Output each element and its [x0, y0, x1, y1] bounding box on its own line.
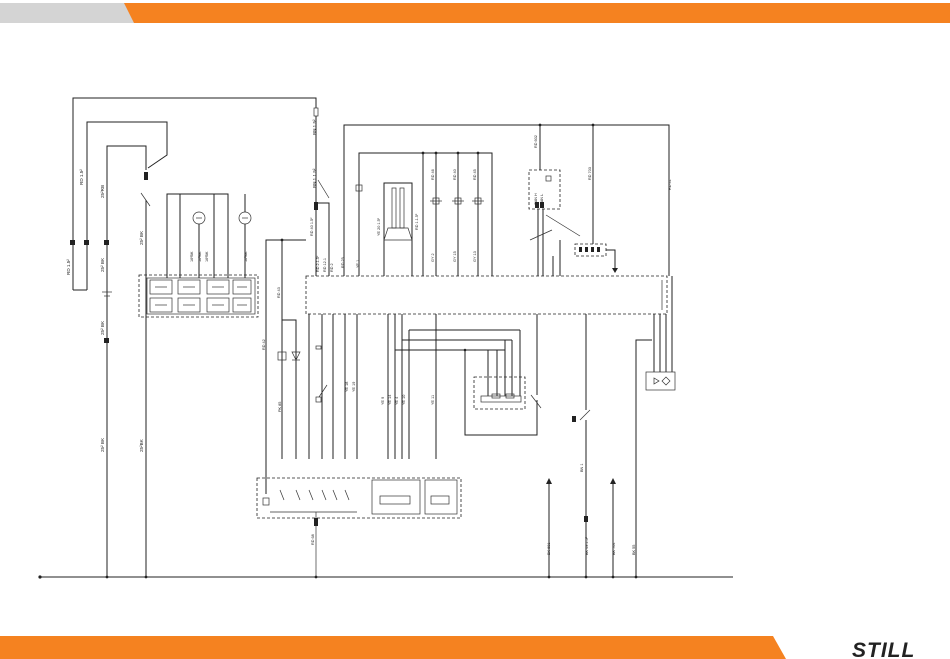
wire-label: RD 2.1.5²	[316, 255, 320, 272]
left-feed-wires: RD 1.5² RD 1.5² 25²RB 25² BK 25² BK 25² …	[66, 97, 319, 577]
wire-label: RD 40 1.5²	[310, 217, 314, 236]
wire-label: RD 40	[453, 169, 457, 180]
wire-label: BK 601	[547, 543, 551, 555]
wire-label: RD 41	[668, 179, 672, 190]
controller-outputs: YE 18 YE 19 YE 9 YE 14 YE 4 YE 10 YE 11 …	[308, 314, 591, 577]
wire-label: BK 55	[632, 545, 636, 555]
wire-label: YE 4	[395, 397, 399, 405]
wire-label: RD 46	[431, 169, 435, 180]
wire-label: YE 10	[402, 395, 406, 405]
wire-label: BN 1	[580, 464, 584, 472]
wire-label: YE 20 1.5²	[377, 217, 381, 236]
wire-label: RD 43	[277, 287, 281, 298]
wire-label: RD 703	[588, 167, 592, 180]
wire-label: BN 1.5²	[312, 119, 317, 135]
power-module: 16²BK 16²BK 16²BK 16²BK	[138, 193, 259, 318]
wire-label: 25² BK	[139, 230, 144, 245]
wire-label: RD 12.1	[323, 258, 327, 272]
header-band	[0, 3, 950, 23]
transistor-array	[149, 279, 252, 313]
wire-label: RD 1.1.5²	[415, 213, 419, 230]
ground-bus	[38, 575, 733, 579]
wire-label: YE 9	[381, 397, 385, 405]
wire-label: YE 1	[356, 260, 360, 268]
footer-accent-bar	[0, 636, 786, 659]
controller-box	[305, 275, 668, 315]
wire-label: 25²RB	[100, 185, 105, 198]
svg-text:16²BK: 16²BK	[244, 251, 248, 262]
footer-band: STILL	[0, 636, 915, 659]
wire-label: RD 2	[330, 263, 334, 272]
top-distribution: CAN H CAN L BN 1.5² BN 1.1.5² RD 40 1.5²…	[310, 119, 672, 276]
wire-label: RD 1.5²	[66, 259, 71, 275]
wire-label: 25² BK	[100, 257, 105, 272]
switch-panel: RD 68	[256, 459, 462, 577]
wire-label: 25² BK	[100, 320, 105, 335]
still-logo: STILL	[852, 639, 915, 659]
wire-label: RD 1.5²	[79, 169, 84, 185]
wire-label: GY 15	[453, 251, 457, 262]
wire-label: GY 13	[473, 251, 477, 262]
display-module: BK 601 BK 49.1.5² BK 704 BK 55	[546, 276, 676, 577]
left-mid-wires: RD 43 RD 42 PK 85	[262, 238, 306, 459]
wire-label: RD 602	[534, 135, 538, 148]
wire-label: BK 49.1.5²	[585, 536, 589, 555]
wire-label: RD 25	[341, 257, 345, 268]
wire-label: YE 19	[352, 382, 356, 392]
can-l-label: CAN L	[540, 194, 544, 205]
sensor-module	[473, 330, 526, 410]
wire-label: 25² BK	[100, 437, 105, 452]
wire-label: RD 45	[473, 169, 477, 180]
header-gray-tab	[0, 3, 134, 23]
wire-label: GY 2	[431, 253, 435, 262]
wire-label: 25²BK	[139, 438, 144, 452]
logo-text: STILL	[852, 639, 915, 659]
can-h-label: CAN H	[534, 193, 538, 205]
wire-label: BK 704	[612, 543, 616, 555]
wire-label: YE 11	[431, 395, 435, 405]
header-accent-bar	[0, 3, 950, 23]
wire-label: RD 68	[311, 534, 315, 545]
wire-label: PK 85	[278, 402, 282, 412]
wire-label: YE 14	[388, 395, 392, 405]
svg-text:16²BK: 16²BK	[205, 251, 209, 262]
svg-text:16²BK: 16²BK	[198, 251, 202, 262]
svg-text:16²BK: 16²BK	[190, 251, 194, 262]
wire-label: BN 1.1.5²	[312, 168, 317, 188]
wire-label: RD 42	[262, 339, 266, 350]
wire-label: YE 18	[345, 382, 349, 392]
